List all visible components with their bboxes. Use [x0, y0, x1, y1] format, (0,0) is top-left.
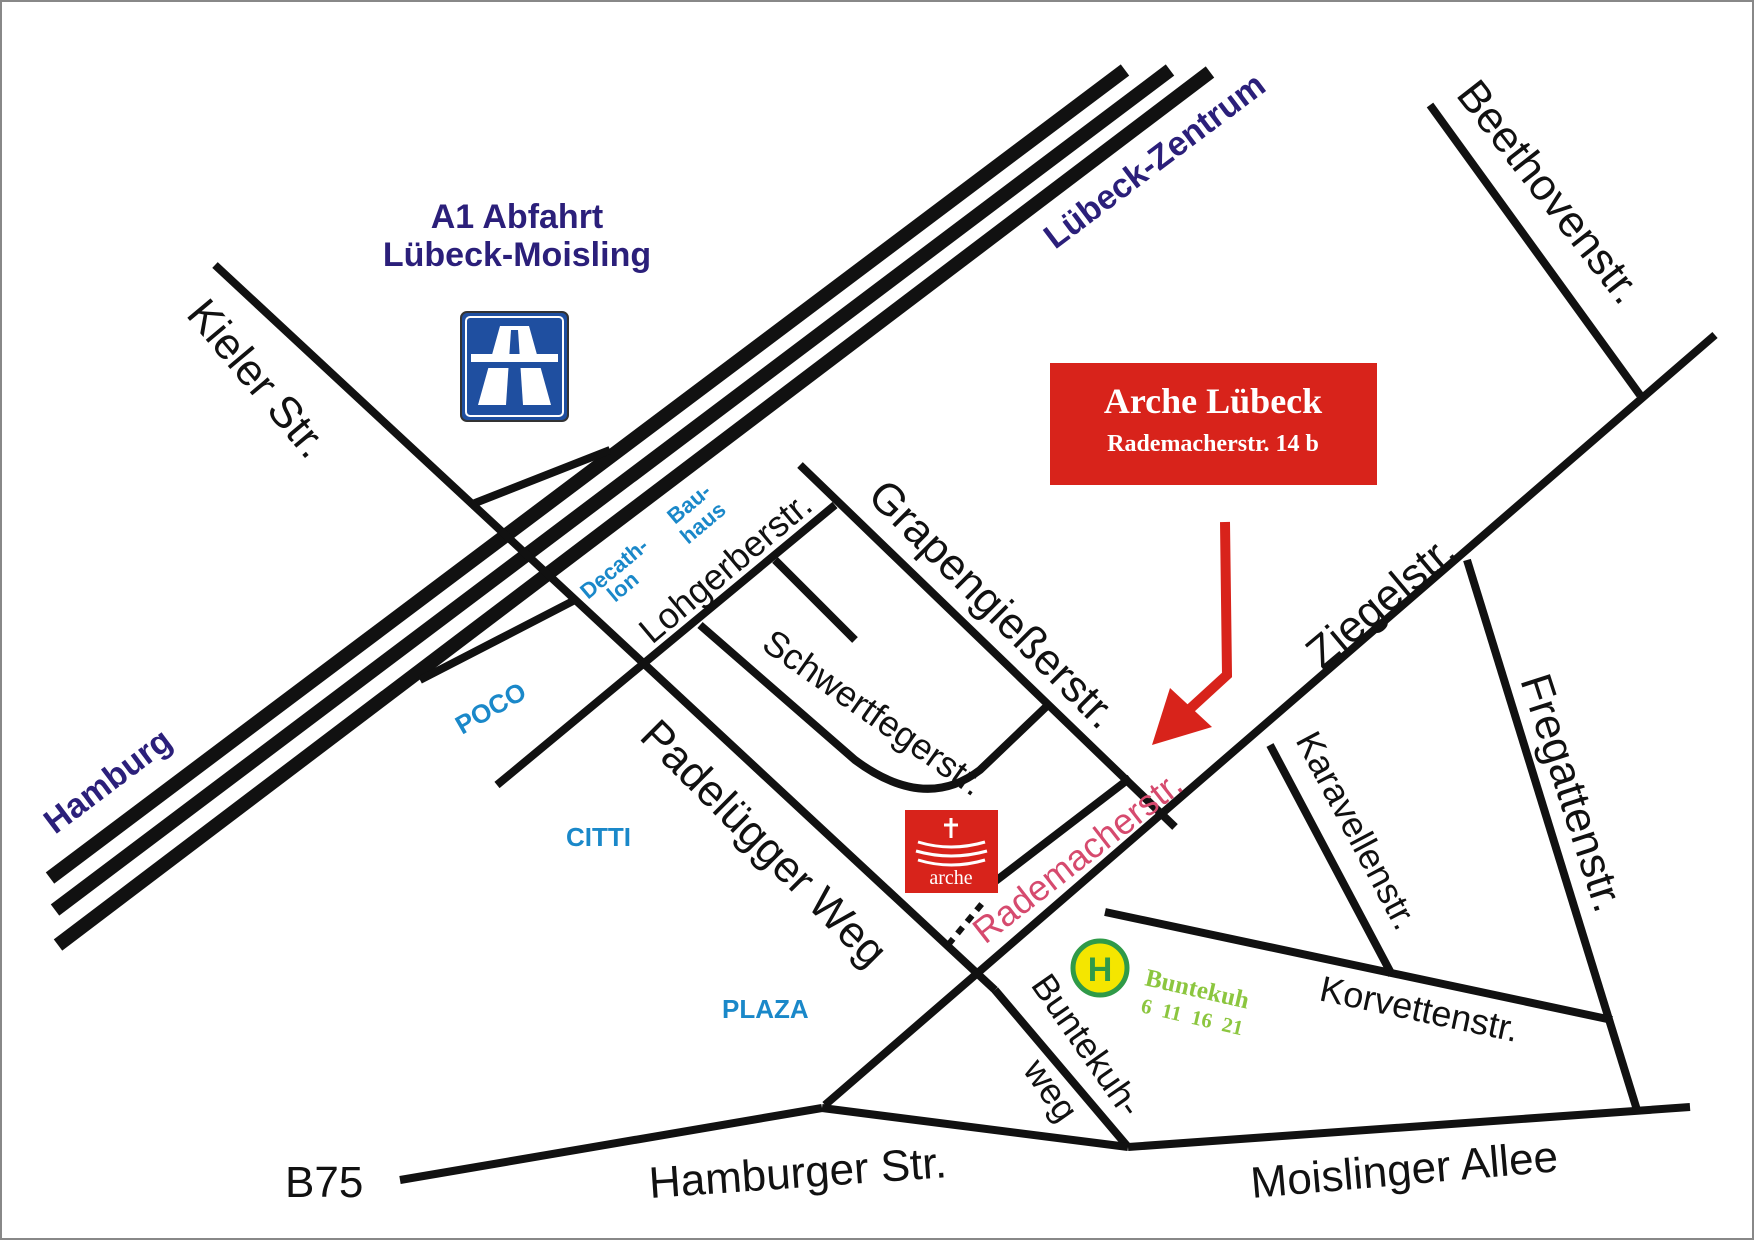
bus-stop-symbol: H: [1088, 951, 1113, 989]
autobahn-a1: [45, 64, 1215, 951]
exit-name: Lübeck-Moisling: [383, 236, 651, 274]
road-b75: B75: [285, 1158, 363, 1207]
bus-stop-icon: H: [1070, 938, 1130, 998]
footpath: [945, 898, 988, 947]
arche-logo: arche: [905, 810, 998, 893]
destination-arrow: [1152, 521, 1233, 745]
destination-box: Arche Lübeck Rademacherstr. 14 b: [1050, 363, 1377, 485]
arche-logo-text: arche: [929, 867, 972, 889]
exit-title: A1 Abfahrt: [431, 198, 604, 236]
destination-address: Rademacherstr. 14 b: [1107, 431, 1319, 457]
shop-plaza: PLAZA: [722, 994, 809, 1024]
road-network: [212, 102, 1718, 1184]
destination-title: Arche Lübeck: [1104, 381, 1322, 421]
shop-citti: CITTI: [566, 822, 631, 852]
autobahn-sign-icon: [460, 311, 569, 422]
cross-icon: [944, 818, 958, 838]
autobahn-ramps: [418, 446, 612, 684]
